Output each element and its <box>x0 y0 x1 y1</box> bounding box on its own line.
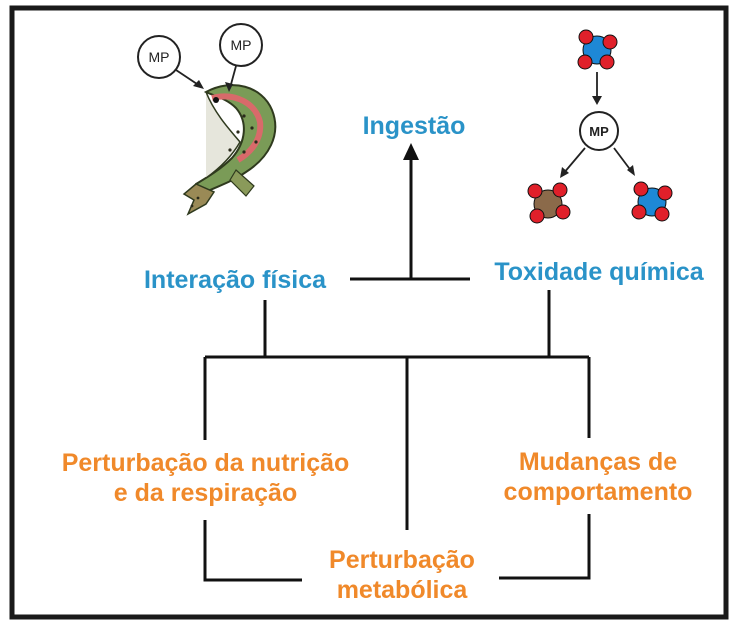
molecule-down-arrowhead <box>592 96 602 105</box>
molecule-brown-icon <box>527 182 571 224</box>
molecule-top-icon <box>577 29 618 70</box>
ingestion-arrowhead <box>403 143 419 160</box>
behavior-change-label: Mudanças de comportamento <box>478 448 718 507</box>
fish-mp-label-a: MP <box>149 49 170 65</box>
fish-mp-label-b: MP <box>231 37 252 53</box>
chem-mp-label: MP <box>589 124 609 139</box>
chem-split-arrowhead-right <box>627 165 635 176</box>
metabolic-disruption-label: Perturbação metabólica <box>302 546 502 605</box>
ingestion-label: Ingestão <box>362 112 466 140</box>
chem-split-arrow-left <box>562 147 586 175</box>
fish-icon <box>182 84 277 216</box>
fish-mp-circle-b <box>219 23 263 67</box>
chem-split-arrow-right <box>613 147 633 173</box>
fish-mp-arrowhead-a <box>193 80 204 89</box>
metabolic-line-1: Perturbação <box>329 546 475 574</box>
fish-mp-arrowhead-b <box>225 82 233 92</box>
behavior-line-2: comportamento <box>503 477 693 506</box>
nutrition-line-1: Perturbação da nutrição <box>61 449 350 477</box>
chemical-toxicity-label: Toxidade química <box>494 258 704 286</box>
chem-mp-circle <box>579 111 619 151</box>
nutrition-respiration-label: Perturbação da nutrição e da respiração <box>28 449 383 508</box>
nutrition-line-2: e da respiração <box>113 478 298 507</box>
molecule-blue-icon <box>631 181 673 222</box>
bottom-right-bracket <box>499 514 591 580</box>
physical-interaction-label: Interação física <box>143 266 327 294</box>
chemical-illustration: MP <box>527 29 673 224</box>
fish-mp-circle-a <box>137 35 181 79</box>
fish-illustration: MP MP <box>137 23 277 216</box>
metabolic-line-2: metabólica <box>336 575 468 604</box>
behavior-line-1: Mudanças de <box>518 448 678 476</box>
outer-frame <box>9 5 729 620</box>
connector-lines <box>203 158 591 582</box>
bottom-left-bracket <box>203 520 302 582</box>
chem-split-arrowhead-left <box>560 167 569 178</box>
